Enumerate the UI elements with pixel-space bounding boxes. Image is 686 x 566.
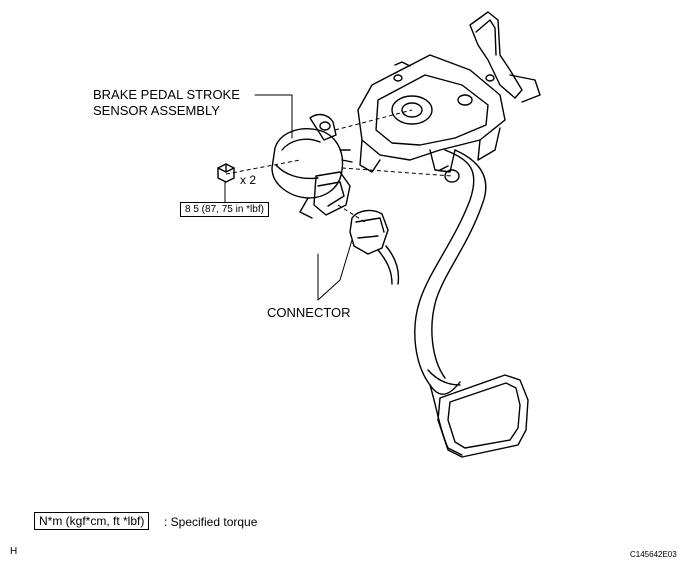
sensor-label-line1: BRAKE PEDAL STROKE [93, 87, 240, 102]
callout-lines [224, 94, 353, 301]
pedal-bracket [357, 11, 541, 173]
figure-letter: H [10, 546, 18, 557]
figure-code: C145642E03 [630, 550, 677, 559]
torque-spec-box: 8 5 (87, 75 in *lbf) [180, 202, 269, 217]
pedal-arm [414, 149, 487, 456]
bolt-quantity: x 2 [240, 173, 257, 187]
torque-legend-box: N*m (kgf*cm, ft *lbf) [34, 512, 150, 530]
sensor-label-line2: SENSOR ASSEMBLY [93, 103, 220, 118]
pedal-pad [437, 374, 529, 458]
bolt-icon [217, 163, 235, 183]
stroke-sensor-assembly [271, 113, 353, 219]
connector-harness [349, 209, 400, 285]
torque-legend-text: : Specified torque [164, 515, 258, 529]
connector-label: CONNECTOR [267, 305, 351, 320]
alignment-lines [225, 109, 453, 223]
